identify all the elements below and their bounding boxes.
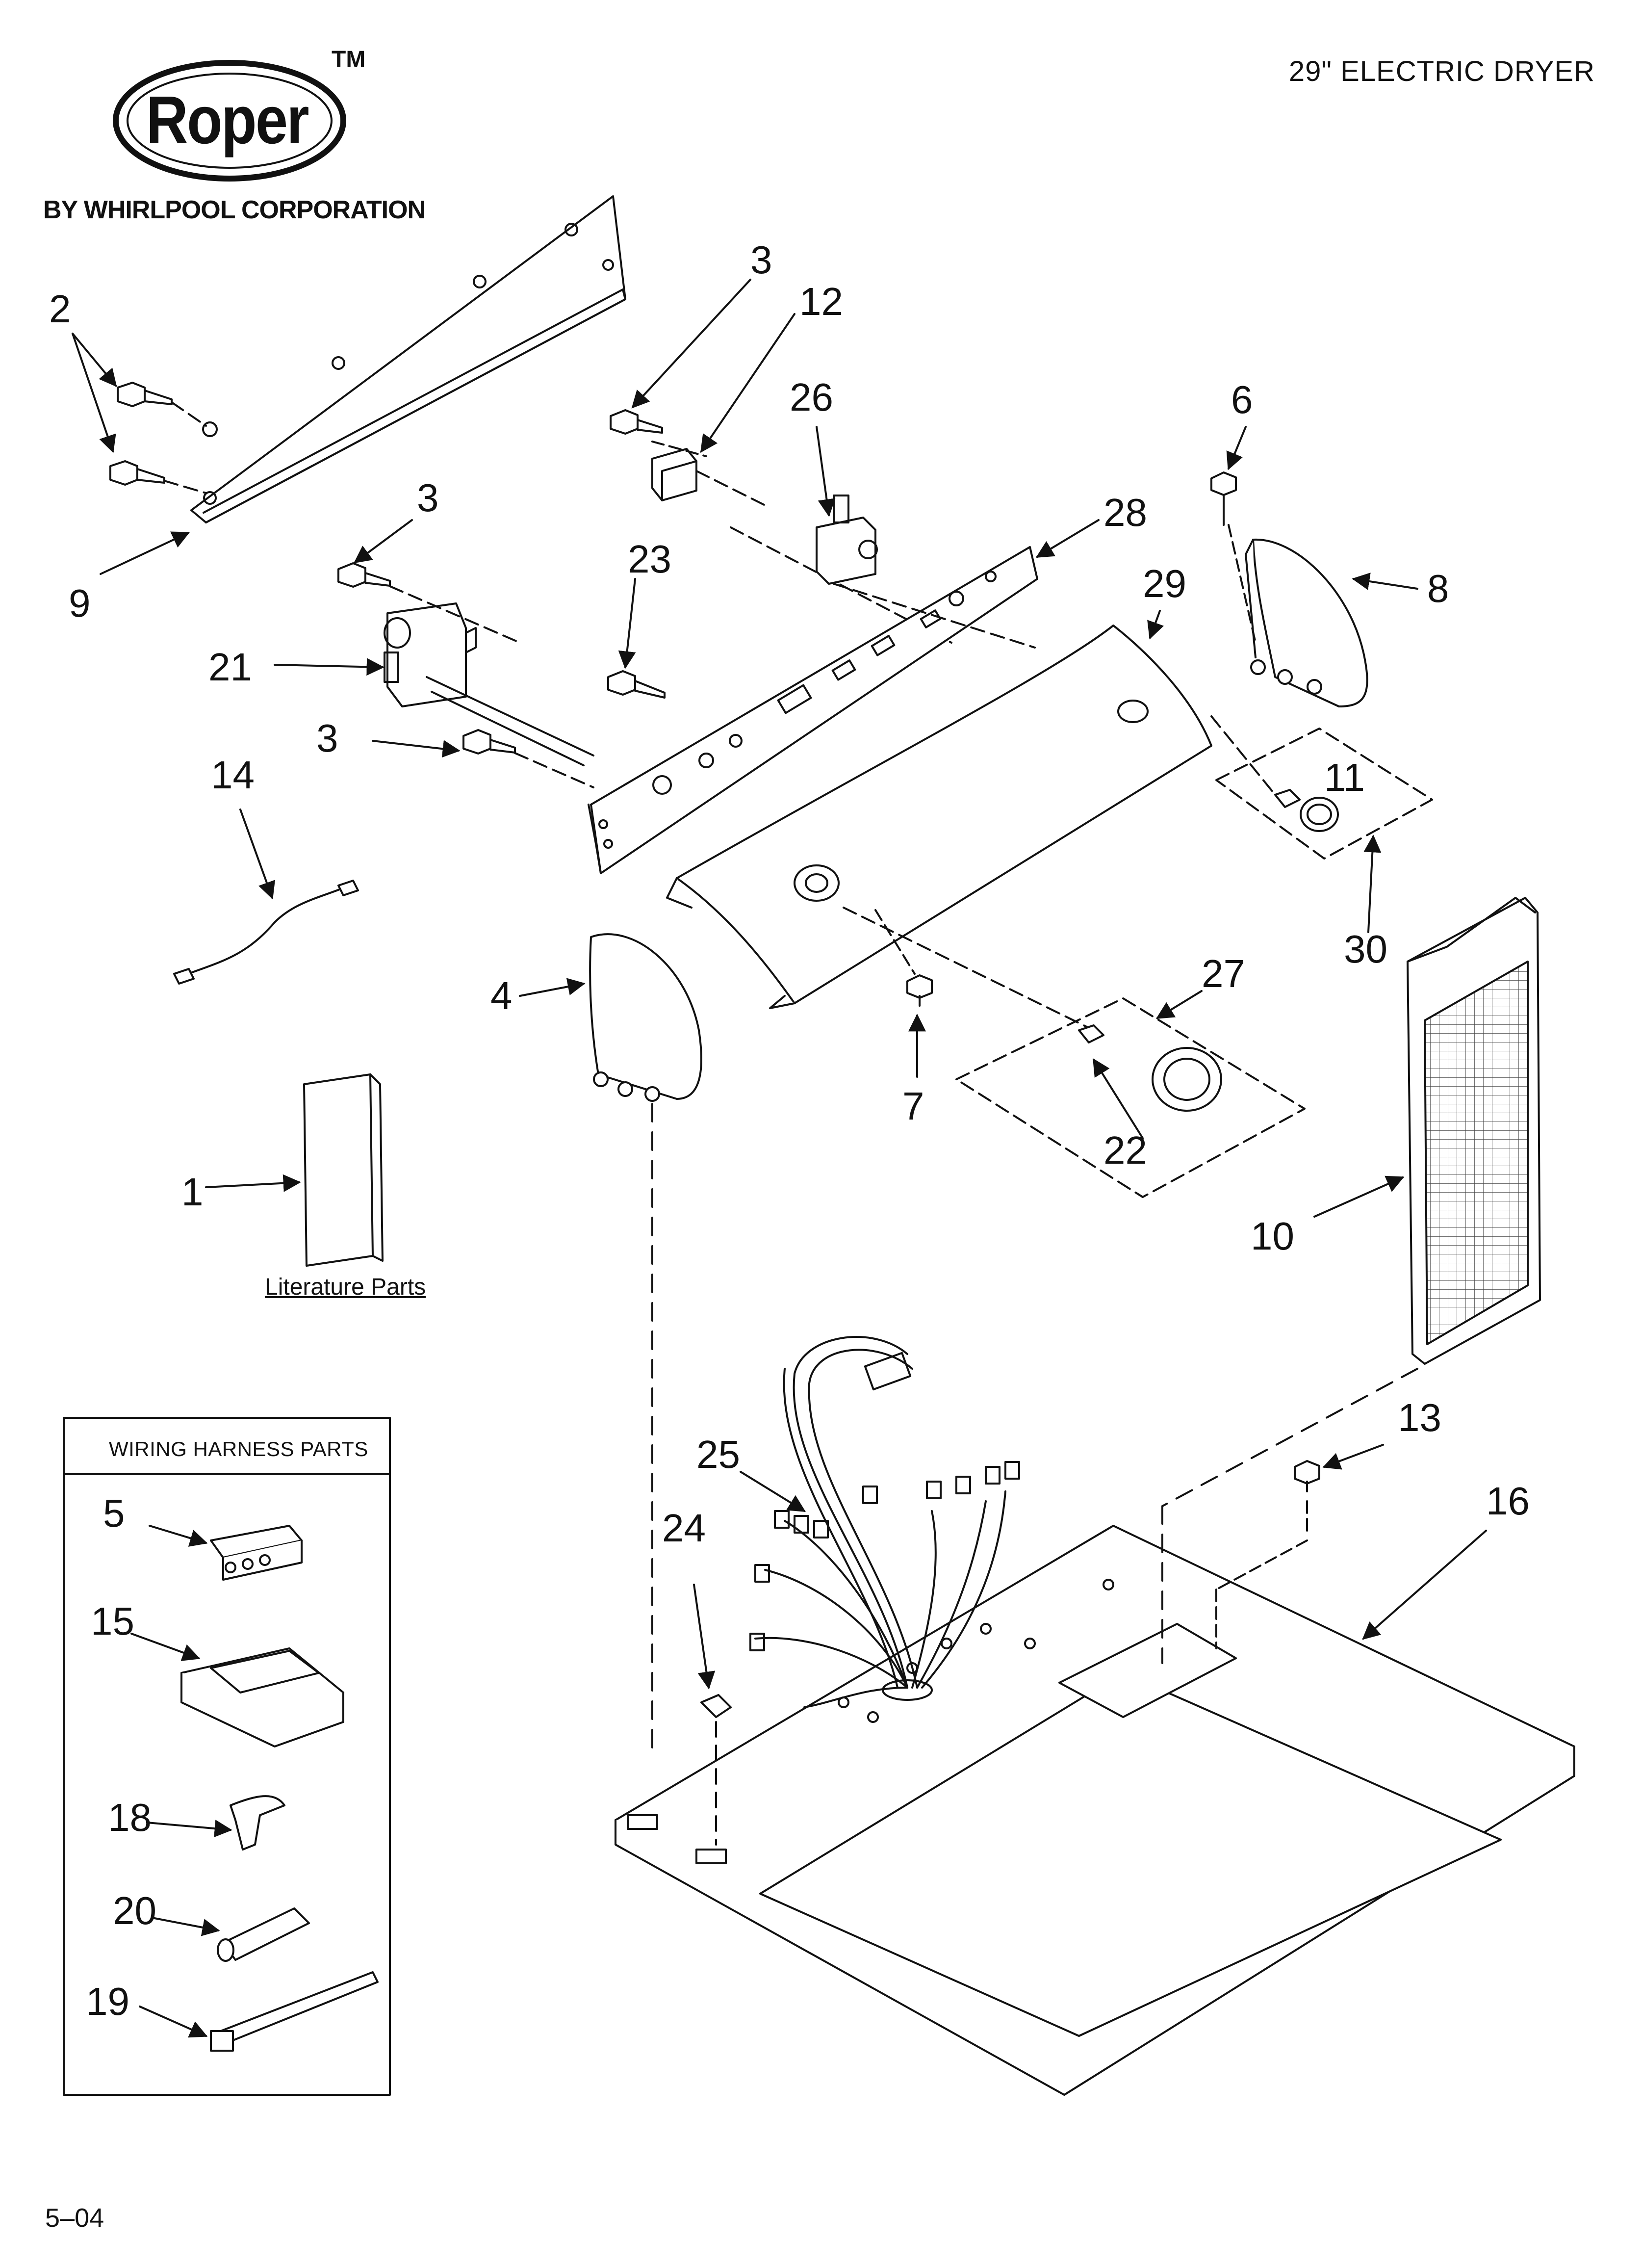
literature-parts-caption: Literature Parts xyxy=(265,1274,426,1300)
part-24-clip xyxy=(700,1694,732,1718)
callout-5: 5 xyxy=(103,1491,125,1535)
callout-3-b: 3 xyxy=(750,238,772,282)
wiring-harness-box xyxy=(63,1417,391,2096)
callout-14: 14 xyxy=(211,753,255,797)
callout-27: 27 xyxy=(1202,952,1245,995)
part-27-kit-outline xyxy=(955,997,1306,1198)
part-11-knob xyxy=(1274,789,1339,832)
callout-8: 8 xyxy=(1427,567,1449,610)
part-22-clip xyxy=(1078,1024,1104,1043)
trademark-mark: TM xyxy=(332,47,366,73)
page-code: 5–04 xyxy=(45,2203,104,2233)
callout-9: 9 xyxy=(69,581,91,625)
part-16-top-panel xyxy=(615,1525,1575,2096)
part-28-bracket xyxy=(588,546,1038,874)
brand-byline: BY WHIRLPOOL CORPORATION xyxy=(43,196,426,224)
part-20-terminal xyxy=(217,1907,310,1962)
roper-logo-oval xyxy=(113,60,346,182)
part-5-connector xyxy=(210,1525,303,1581)
callout-25: 25 xyxy=(696,1433,740,1476)
part-27-knob xyxy=(1152,1047,1222,1112)
callout-29: 29 xyxy=(1143,562,1186,605)
part-29-console xyxy=(666,625,1212,1009)
part-2-screws xyxy=(109,382,173,486)
part-4-end-cap xyxy=(589,933,702,1102)
callout-12: 12 xyxy=(799,280,843,323)
part-8-end-cap xyxy=(1245,538,1368,707)
part-7-screw xyxy=(906,974,933,1007)
part-30-kit-outline xyxy=(1215,728,1433,860)
part-15-connector-block xyxy=(180,1647,344,1747)
callout-10: 10 xyxy=(1251,1214,1294,1258)
part-13-screw xyxy=(1294,1460,1320,1492)
callout-19: 19 xyxy=(86,1980,129,2023)
callout-21: 21 xyxy=(208,645,252,689)
part-9-rear-panel xyxy=(190,195,626,523)
callout-22: 22 xyxy=(1103,1128,1147,1172)
callout-16: 16 xyxy=(1486,1479,1530,1523)
part-18-clip xyxy=(230,1795,285,1851)
callout-15: 15 xyxy=(91,1599,134,1643)
part-25-wiring-harness xyxy=(749,1336,1020,1708)
callout-24: 24 xyxy=(662,1506,706,1550)
page-title: 29" ELECTRIC DRYER xyxy=(1288,55,1595,87)
callout-7: 7 xyxy=(902,1084,924,1128)
roper-logo-text: Roper xyxy=(146,82,309,158)
callout-3-a: 3 xyxy=(417,476,439,520)
callout-3-c: 3 xyxy=(316,716,338,760)
callout-2: 2 xyxy=(49,287,71,331)
part-1-literature xyxy=(303,1073,374,1267)
callout-18: 18 xyxy=(108,1796,152,1839)
part-6-screw xyxy=(1210,471,1237,526)
part-26-control xyxy=(816,495,878,585)
callout-1: 1 xyxy=(181,1170,204,1214)
callout-6: 6 xyxy=(1231,378,1253,421)
part-23-screw xyxy=(607,670,666,699)
part-10-lint-screen xyxy=(1407,897,1541,1365)
wiring-harness-title: WIRING HARNESS PARTS xyxy=(109,1437,368,1460)
part-3-screws xyxy=(337,409,663,755)
callout-23: 23 xyxy=(628,537,671,581)
part-19-cable-tie xyxy=(210,1971,379,2052)
callout-30: 30 xyxy=(1344,927,1387,971)
callout-26: 26 xyxy=(790,375,833,419)
callout-13: 13 xyxy=(1398,1396,1441,1439)
callout-20: 20 xyxy=(113,1889,156,1932)
callout-4: 4 xyxy=(490,974,513,1017)
callout-28: 28 xyxy=(1103,491,1147,534)
callout-11: 11 xyxy=(1324,756,1365,799)
part-21-timer xyxy=(384,602,594,766)
part-14-wire xyxy=(173,880,359,985)
part-12-terminal xyxy=(651,448,697,501)
